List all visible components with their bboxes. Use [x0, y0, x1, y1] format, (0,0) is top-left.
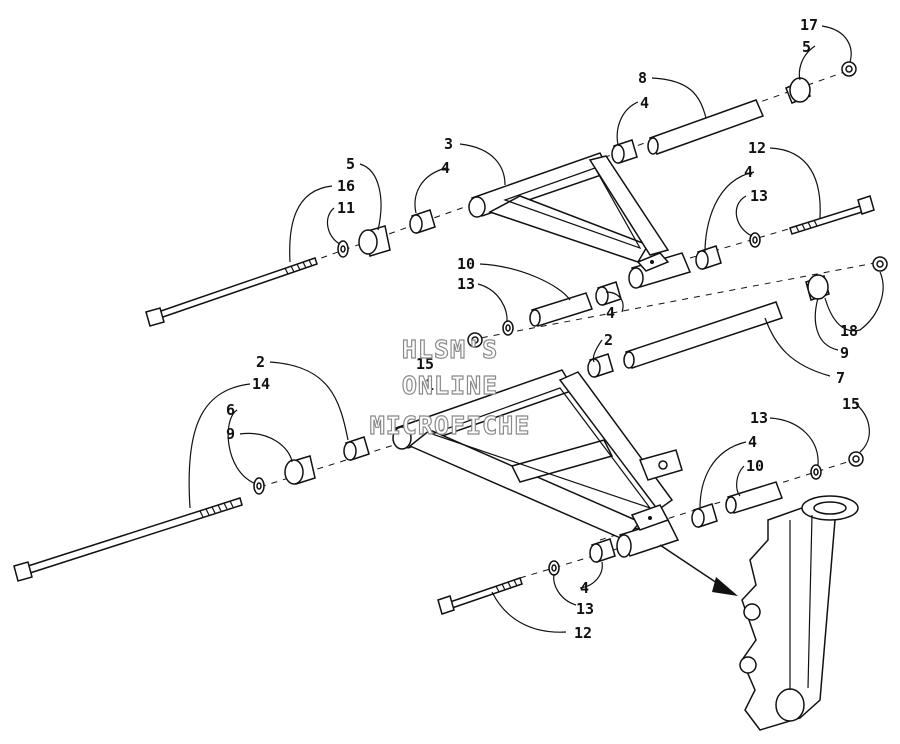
- callout-9: 9: [840, 344, 849, 362]
- callout-4: 4: [748, 433, 757, 451]
- callout-13: 13: [750, 187, 768, 205]
- lower-a-arm: [392, 369, 683, 558]
- spindle: [659, 495, 859, 731]
- callout-9: 9: [226, 425, 235, 443]
- callout-4: 4: [441, 159, 450, 177]
- watermark-line-1: HLSM'S: [402, 335, 498, 364]
- watermark-line-2: ONLINE: [402, 371, 498, 400]
- callout-15: 15: [842, 395, 860, 413]
- callout-12: 12: [748, 139, 766, 157]
- callout-15: 15: [416, 355, 434, 373]
- watermark-line-3: MICROFICHE: [370, 411, 531, 440]
- callout-10: 10: [746, 457, 764, 475]
- callout-12: 12: [574, 624, 592, 642]
- callout-13: 13: [750, 409, 768, 427]
- callout-5: 5: [346, 155, 355, 173]
- callout-4: 4: [606, 304, 615, 322]
- callout-2: 2: [256, 353, 265, 371]
- hardware: [253, 61, 888, 576]
- callout-1: 1: [425, 376, 434, 394]
- tubes: [529, 99, 783, 514]
- bolts: [13, 195, 875, 615]
- callout-4: 4: [744, 163, 753, 181]
- callout-17: 17: [800, 16, 818, 34]
- leader-lines: [188, 25, 884, 633]
- callout-7: 7: [836, 369, 845, 387]
- upper-a-arm: [468, 152, 692, 289]
- callout-2: 2: [604, 331, 613, 349]
- callout-4: 4: [640, 94, 649, 112]
- callout-labels: 17 5 8 4 3 5 4 16 11 12 4 13 10 13 4 2 1…: [226, 16, 860, 642]
- callout-11: 11: [337, 199, 355, 217]
- callout-6: 6: [226, 401, 235, 419]
- callout-13: 13: [576, 600, 594, 618]
- callout-14: 14: [252, 375, 270, 393]
- callout-4: 4: [580, 579, 589, 597]
- callout-13: 13: [457, 275, 475, 293]
- callout-3: 3: [444, 135, 453, 153]
- callout-8: 8: [638, 69, 647, 87]
- callout-16: 16: [337, 177, 355, 195]
- callout-18: 18: [840, 322, 858, 340]
- callout-10: 10: [457, 255, 475, 273]
- callout-5: 5: [802, 38, 811, 56]
- watermark: HLSM'S ONLINE MICROFICHE: [369, 334, 531, 440]
